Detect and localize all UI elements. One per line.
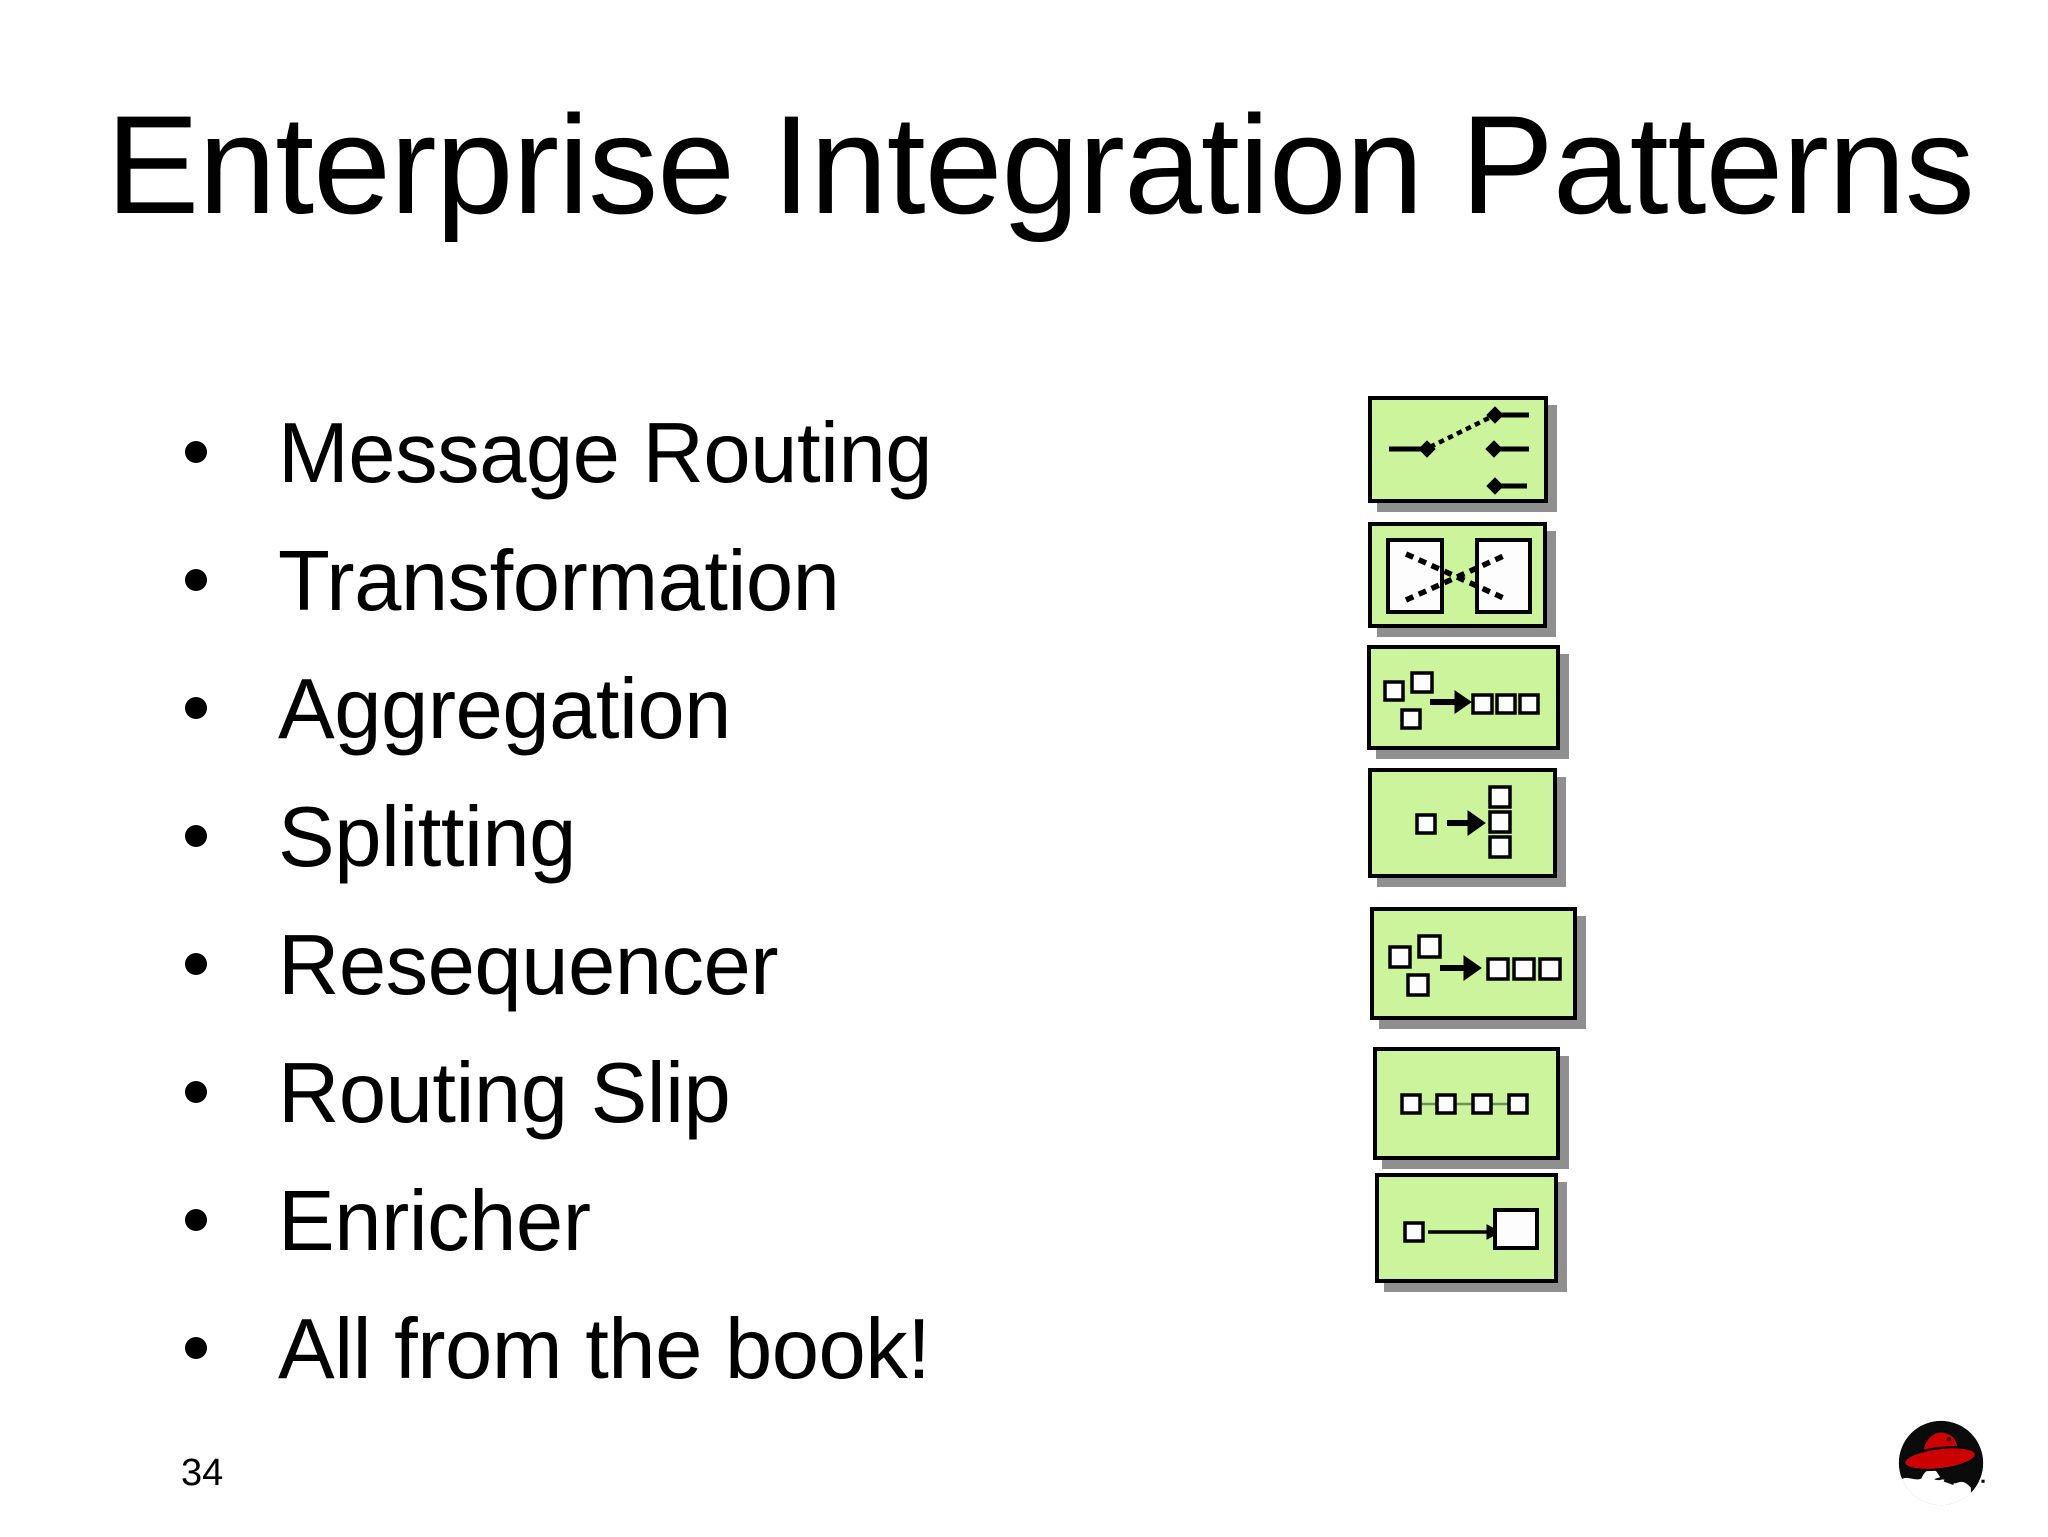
redhat-logo [1897,1419,1985,1507]
transformation-icon [1368,522,1547,628]
bullet-item-message-routing: Message Routing [0,405,1340,503]
bullet-label: Resequencer [278,918,779,1013]
bullet-dot [185,441,207,463]
bullet-item-enricher: Enricher [0,1173,1340,1271]
aggregation-icon [1367,645,1560,750]
bullet-label: Transformation [278,534,840,629]
bullet-item-all-from-book: All from the book! [0,1301,1340,1399]
bullet-item-resequencer: Resequencer [0,917,1340,1015]
bullet-item-splitting: Splitting [0,789,1340,887]
bullet-item-aggregation: Aggregation [0,661,1340,759]
bullet-item-transformation: Transformation [0,533,1340,631]
resequencer-icon [1370,907,1577,1020]
bullet-label: Routing Slip [278,1046,731,1141]
bullet-label: Message Routing [278,406,933,501]
bullet-dot [185,953,207,975]
splitting-icon [1368,768,1557,878]
slide-title: Enterprise Integration Patterns [106,86,1975,243]
bullet-dot [185,1337,207,1359]
bullet-dot [185,569,207,591]
bullet-dot [185,1081,207,1103]
logo-red-hat [1903,1430,1978,1472]
logo-trademark [1981,1479,1985,1483]
bullet-label: Aggregation [278,662,731,757]
routing-slip-icon [1373,1047,1560,1160]
message-routing-icon [1368,396,1548,503]
bullet-label: Splitting [278,790,576,885]
enricher-icon [1375,1173,1558,1283]
bullet-dot [185,1209,207,1231]
bullet-label: All from the book! [278,1302,931,1397]
bullet-item-routing-slip: Routing Slip [0,1045,1340,1143]
page-number: 34 [181,1452,224,1494]
bullet-dot [185,697,207,719]
bullet-label: Enricher [278,1174,591,1269]
bullet-dot [185,825,207,847]
